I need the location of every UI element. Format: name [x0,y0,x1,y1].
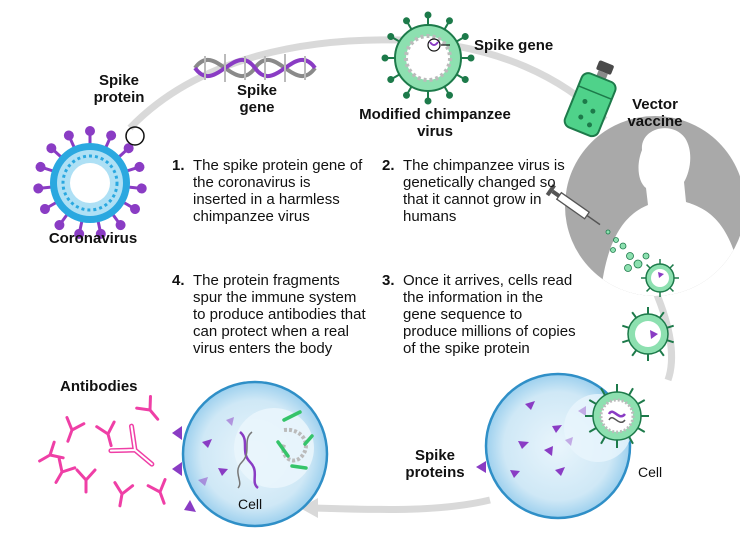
step-number: 3. [382,272,395,289]
cell-left [172,380,329,528]
antibody [38,440,65,463]
person-silhouette-icon [565,116,740,296]
vaccine-particles [605,229,650,272]
label-spike-protein: Spike protein [93,72,145,106]
label-cell-right: Cell [638,464,663,480]
antibody [108,423,155,467]
antibody [75,468,97,494]
label-spike-gene-virus: Spike gene [474,37,554,54]
label-antibodies: Antibodies [60,378,138,395]
modified-virus-small-2 [622,307,674,361]
antibody [65,416,86,443]
step-number: 4. [172,272,185,289]
label-modified-chimpanzee-virus: Modified chimpanzee virus [359,106,511,140]
spike-highlight-circle [125,126,145,146]
vaccine-vial-icon [563,60,617,138]
step-text: The chimpanzee virus is genetically chan… [403,157,565,225]
step-3: 3. Once it arrives, cells read the infor… [382,272,582,382]
syringe-icon [545,184,601,226]
antibody [95,420,116,448]
label-spike-proteins: Spike proteins [405,447,465,481]
label-vector-vaccine: Vector vaccine [627,96,683,130]
modified-virus-small-1 [641,259,679,297]
antibody [113,481,135,508]
antibody [146,478,167,505]
step-number: 2. [382,157,395,174]
step-text: The spike protein gene of the coronaviru… [193,157,363,225]
label-coronavirus: Coronavirus [48,230,138,247]
modified-virus-entering [585,384,649,448]
coronavirus [33,126,147,239]
antibody [54,457,77,484]
step-text: Once it arrives, cells read the informat… [403,272,576,357]
label-spike-gene-dna: Spike gene [236,82,278,116]
antibodies-group [38,395,167,508]
step-4: 4. The protein fragments spur the immune… [172,272,372,382]
step-2: 2. The chimpanzee virus is genetically c… [382,157,582,249]
step-number: 1. [172,157,185,174]
step-1: 1. The spike protein gene of the coronav… [172,157,372,233]
antibody [135,395,160,421]
label-cell-left: Cell [238,496,263,512]
step-text: The protein fragments spur the immune sy… [193,272,366,357]
modified-chimpanzee-virus [381,11,475,105]
dna-helix-icon [193,54,317,82]
